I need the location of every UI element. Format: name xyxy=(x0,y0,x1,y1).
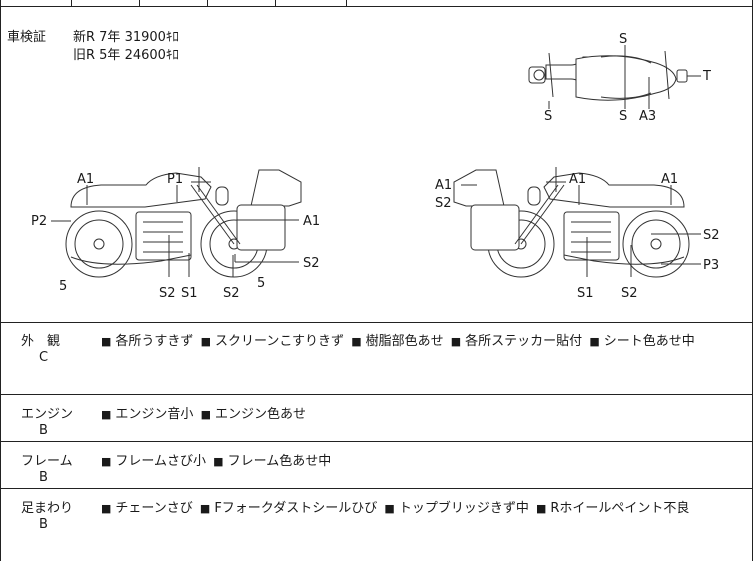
marker-square: ■ xyxy=(384,502,395,515)
section-items: ■エンジン音小 ■エンジン色あせ xyxy=(101,403,309,422)
label-left-5b: 5 xyxy=(257,276,265,291)
label-top-s1: S xyxy=(619,32,627,47)
section-items: ■各所うすきず ■スクリーンこすりきず ■樹脂部色あせ ■各所ステッカー貼付 ■… xyxy=(101,330,698,349)
motorcycle-right-view xyxy=(453,167,690,278)
item: Fフォークダストシールひび xyxy=(214,501,378,516)
item: チェーンさび xyxy=(115,501,193,516)
section-grade: B xyxy=(39,470,48,485)
registration-new: 新R 7年 31900ｷﾛ xyxy=(73,30,179,45)
label-left-s2-right: S2 xyxy=(303,256,320,271)
item: フレームさび小 xyxy=(115,454,207,469)
marker-square: ■ xyxy=(535,502,547,515)
label-right-s1: S1 xyxy=(577,286,594,301)
section-items: ■チェーンさび ■Fフォークダストシールひび ■トップブリッジきず中 ■Rホイー… xyxy=(101,497,692,516)
item: 樹脂部色あせ xyxy=(365,334,444,349)
section-grade: B xyxy=(39,423,48,438)
damage-diagram-panel: 車検証 新R 7年 31900ｷﾛ 旧R 5年 24600ｷﾛ xyxy=(1,7,752,323)
item: 各所うすきず xyxy=(115,334,194,349)
label-right-a1-left: A1 xyxy=(435,178,452,193)
item: 各所ステッカー貼付 xyxy=(465,334,583,349)
section-grade: B xyxy=(39,517,48,532)
item: エンジン音小 xyxy=(115,407,194,422)
marker-square: ■ xyxy=(199,502,211,515)
label-right-s2-bottom: S2 xyxy=(621,286,638,301)
item: フレーム色あせ中 xyxy=(227,454,332,469)
label-left-s2b: S2 xyxy=(223,286,240,301)
section-suspension: 足まわり B ■チェーンさび ■Fフォークダストシールひび ■トップブリッジきず… xyxy=(1,489,752,561)
label-left-s1: S1 xyxy=(181,286,198,301)
motorcycle-diagrams: S S S A3 T A1 P1 P2 A1 S2 5 5 S2 S1 S2 A… xyxy=(31,32,720,301)
label-left-p1: P1 xyxy=(167,172,183,187)
label-right-a1-right: A1 xyxy=(661,172,678,187)
registration-label: 車検証 xyxy=(7,30,47,45)
section-items: ■フレームさび小 ■フレーム色あせ中 xyxy=(101,450,334,469)
marker-square: ■ xyxy=(200,408,211,421)
marker-square: ■ xyxy=(101,408,112,421)
label-top-s3: S xyxy=(619,109,627,124)
marker-square: ■ xyxy=(351,335,362,348)
label-top-a3: A3 xyxy=(639,109,656,124)
section-exterior: 外 観 C ■各所うすきず ■スクリーンこすりきず ■樹脂部色あせ ■各所ステッ… xyxy=(1,322,752,395)
marker-square: ■ xyxy=(450,335,462,348)
item: Rホイールペイント不良 xyxy=(550,501,690,516)
item: シート色あせ中 xyxy=(603,334,695,349)
label-right-p3: P3 xyxy=(703,258,719,273)
section-name: エンジン xyxy=(21,407,74,422)
section-frame: フレーム B ■フレームさび小 ■フレーム色あせ中 xyxy=(1,442,752,489)
label-right-a1-mid: A1 xyxy=(569,172,586,187)
leader-lines xyxy=(51,45,701,277)
label-right-s2-right: S2 xyxy=(703,228,720,243)
label-left-a1-top: A1 xyxy=(77,172,94,187)
label-top-s2: S xyxy=(544,109,552,124)
marker-square: ■ xyxy=(213,455,224,468)
section-name: 外 観 xyxy=(21,334,61,349)
label-left-s2a: S2 xyxy=(159,286,176,301)
label-left-5a: 5 xyxy=(59,279,67,294)
item: スクリーンこすりきず xyxy=(214,334,345,349)
motorcycle-top-view xyxy=(528,49,688,101)
label-top-t: T xyxy=(702,69,711,84)
item: トップブリッジきず中 xyxy=(398,501,529,516)
section-name: 足まわり xyxy=(21,501,74,516)
registration-old: 旧R 5年 24600ｷﾛ xyxy=(73,48,179,63)
marker-square: ■ xyxy=(101,455,112,468)
label-right-s2-left: S2 xyxy=(435,196,452,211)
marker-square: ■ xyxy=(200,335,211,348)
item: エンジン色あせ xyxy=(214,407,306,422)
label-left-p2: P2 xyxy=(31,214,47,229)
section-engine: エンジン B ■エンジン音小 ■エンジン色あせ xyxy=(1,395,752,442)
top-table-fragment xyxy=(1,0,752,7)
marker-square: ■ xyxy=(589,335,600,348)
marker-square: ■ xyxy=(101,502,112,515)
section-name: フレーム xyxy=(21,454,73,469)
label-left-a1-right: A1 xyxy=(303,214,320,229)
section-grade: C xyxy=(39,350,49,365)
marker-square: ■ xyxy=(101,335,112,348)
motorcycle-left-view xyxy=(65,167,302,278)
